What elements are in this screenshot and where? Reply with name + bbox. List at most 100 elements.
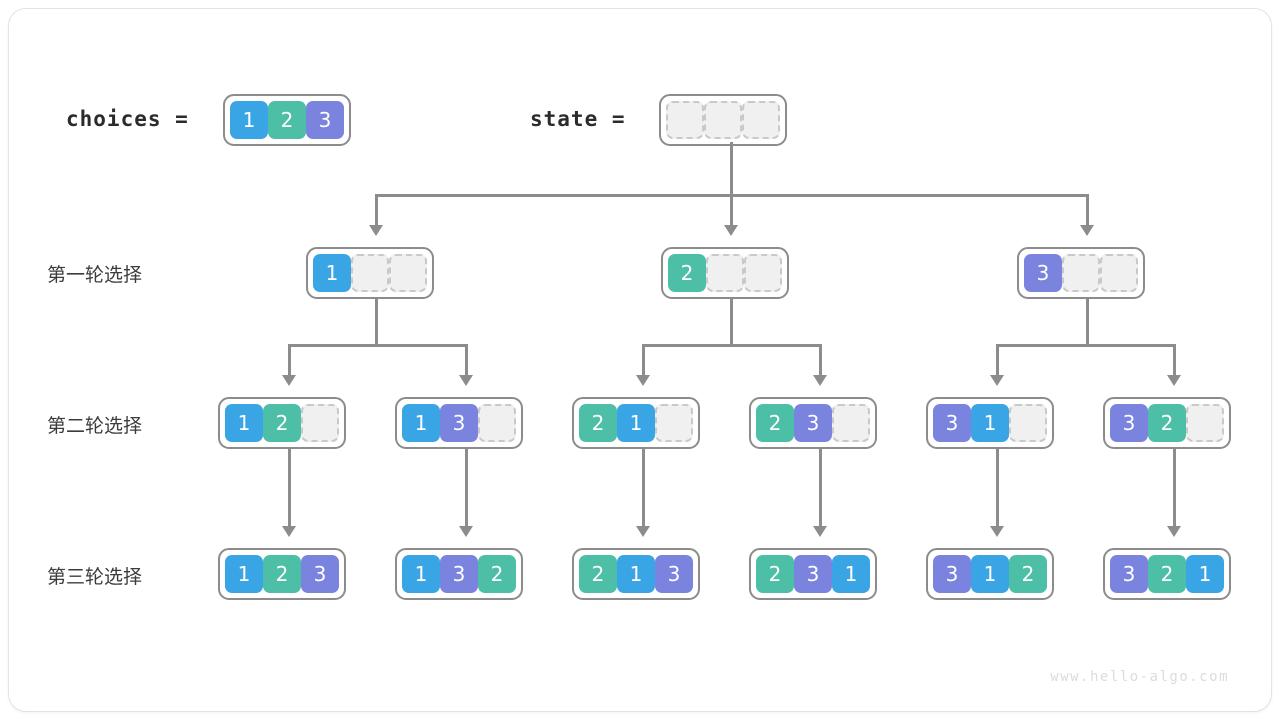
watermark: www.hello-algo.com [1050,669,1229,685]
round-1-node-2-cell-0: 2 [668,254,706,292]
connector-l2n6-stem [1173,447,1176,527]
round-3-node-2-cell-0: 1 [402,555,440,593]
round-2-node-4-cell-0: 2 [756,404,794,442]
arrow-root-to-n1 [369,225,383,236]
round-1-node-3-array: 3 [1017,247,1145,299]
round-1-node-2-cell-2 [744,254,782,292]
round-1-node-1-array: 1 [306,247,434,299]
arrow-l2n1 [282,526,296,537]
connector-l1n1-bar [288,344,468,347]
round-3-node-1-cell-1: 2 [263,555,301,593]
row-label-round-3: 第三轮选择 [47,566,143,588]
arrow-l1n2-right [813,375,827,386]
row-label-round-2: 第二轮选择 [47,415,143,437]
arrow-l2n4 [813,526,827,537]
state-label: state = [530,107,626,131]
arrow-l2n6 [1167,526,1181,537]
round-1-node-1-cell-0: 1 [313,254,351,292]
round-3-node-5-cell-2: 2 [1009,555,1047,593]
connector-l2n4-stem [819,447,822,527]
round-3-node-5-cell-0: 3 [933,555,971,593]
round-2-node-2-cell-2 [478,404,516,442]
choices-cell-1: 2 [268,101,306,139]
round-1-node-2-cell-1 [706,254,744,292]
connector-l1n1-left [288,344,291,376]
arrow-root-to-n3 [1080,225,1094,236]
round-1-node-3-cell-1 [1062,254,1100,292]
choices-cell-0: 1 [230,101,268,139]
round-2-node-6-cell-1: 2 [1148,404,1186,442]
round-2-node-5-cell-1: 1 [971,404,1009,442]
arrow-l1n2-left [636,375,650,386]
arrow-l2n3 [636,526,650,537]
round-3-node-6-cell-2: 1 [1186,555,1224,593]
state-cell-1 [704,101,742,139]
connector-l1n2-bar [642,344,822,347]
round-2-node-2-cell-0: 1 [402,404,440,442]
arrow-l1n1-left [282,375,296,386]
state-cell-2 [742,101,780,139]
connector-root-to-n1 [375,194,378,227]
round-1-node-3-cell-2 [1100,254,1138,292]
round-3-node-1-cell-0: 1 [225,555,263,593]
connector-l1n3-right [1173,344,1176,376]
connector-root-to-n2 [730,194,733,227]
round-3-node-2-cell-1: 3 [440,555,478,593]
arrow-l1n1-right [459,375,473,386]
round-3-node-1-cell-2: 3 [301,555,339,593]
round-2-node-4-cell-1: 3 [794,404,832,442]
state-cell-0 [666,101,704,139]
row-label-round-1: 第一轮选择 [47,264,143,286]
round-1-node-2-array: 2 [661,247,789,299]
connector-root-to-n3 [1086,194,1089,227]
round-2-node-3-cell-0: 2 [579,404,617,442]
arrow-l1n3-right [1167,375,1181,386]
connector-l2n5-stem [996,447,999,527]
round-3-node-2-cell-2: 2 [478,555,516,593]
arrow-l2n2 [459,526,473,537]
round-3-node-3-cell-1: 1 [617,555,655,593]
round-2-node-5-cell-0: 3 [933,404,971,442]
round-2-node-5-cell-2 [1009,404,1047,442]
connector-root-stem [730,142,733,194]
connector-l2n1-stem [288,447,291,527]
choices-cell-2: 3 [306,101,344,139]
connector-l2n2-stem [465,447,468,527]
connector-l2n3-stem [642,447,645,527]
round-2-node-3-cell-1: 1 [617,404,655,442]
round-1-node-3-cell-0: 3 [1024,254,1062,292]
connector-l1n1-stem [375,296,378,344]
connector-l1n3-stem [1086,296,1089,344]
state-array [659,94,787,146]
round-3-node-3-cell-0: 2 [579,555,617,593]
round-2-node-6-cell-0: 3 [1110,404,1148,442]
round-2-node-1-cell-2 [301,404,339,442]
connector-l1n2-stem [730,296,733,344]
connector-l1n2-left [642,344,645,376]
round-3-node-4-cell-0: 2 [756,555,794,593]
arrow-l1n3-left [990,375,1004,386]
round-2-node-2-cell-1: 3 [440,404,478,442]
connector-l1n3-bar [996,344,1176,347]
round-2-node-1-cell-1: 2 [263,404,301,442]
round-2-node-6-cell-2 [1186,404,1224,442]
round-1-node-1-cell-2 [389,254,427,292]
connector-l1n1-right [465,344,468,376]
arrow-root-to-n2 [724,225,738,236]
round-3-node-4-cell-2: 1 [832,555,870,593]
connector-l1n2-right [819,344,822,376]
